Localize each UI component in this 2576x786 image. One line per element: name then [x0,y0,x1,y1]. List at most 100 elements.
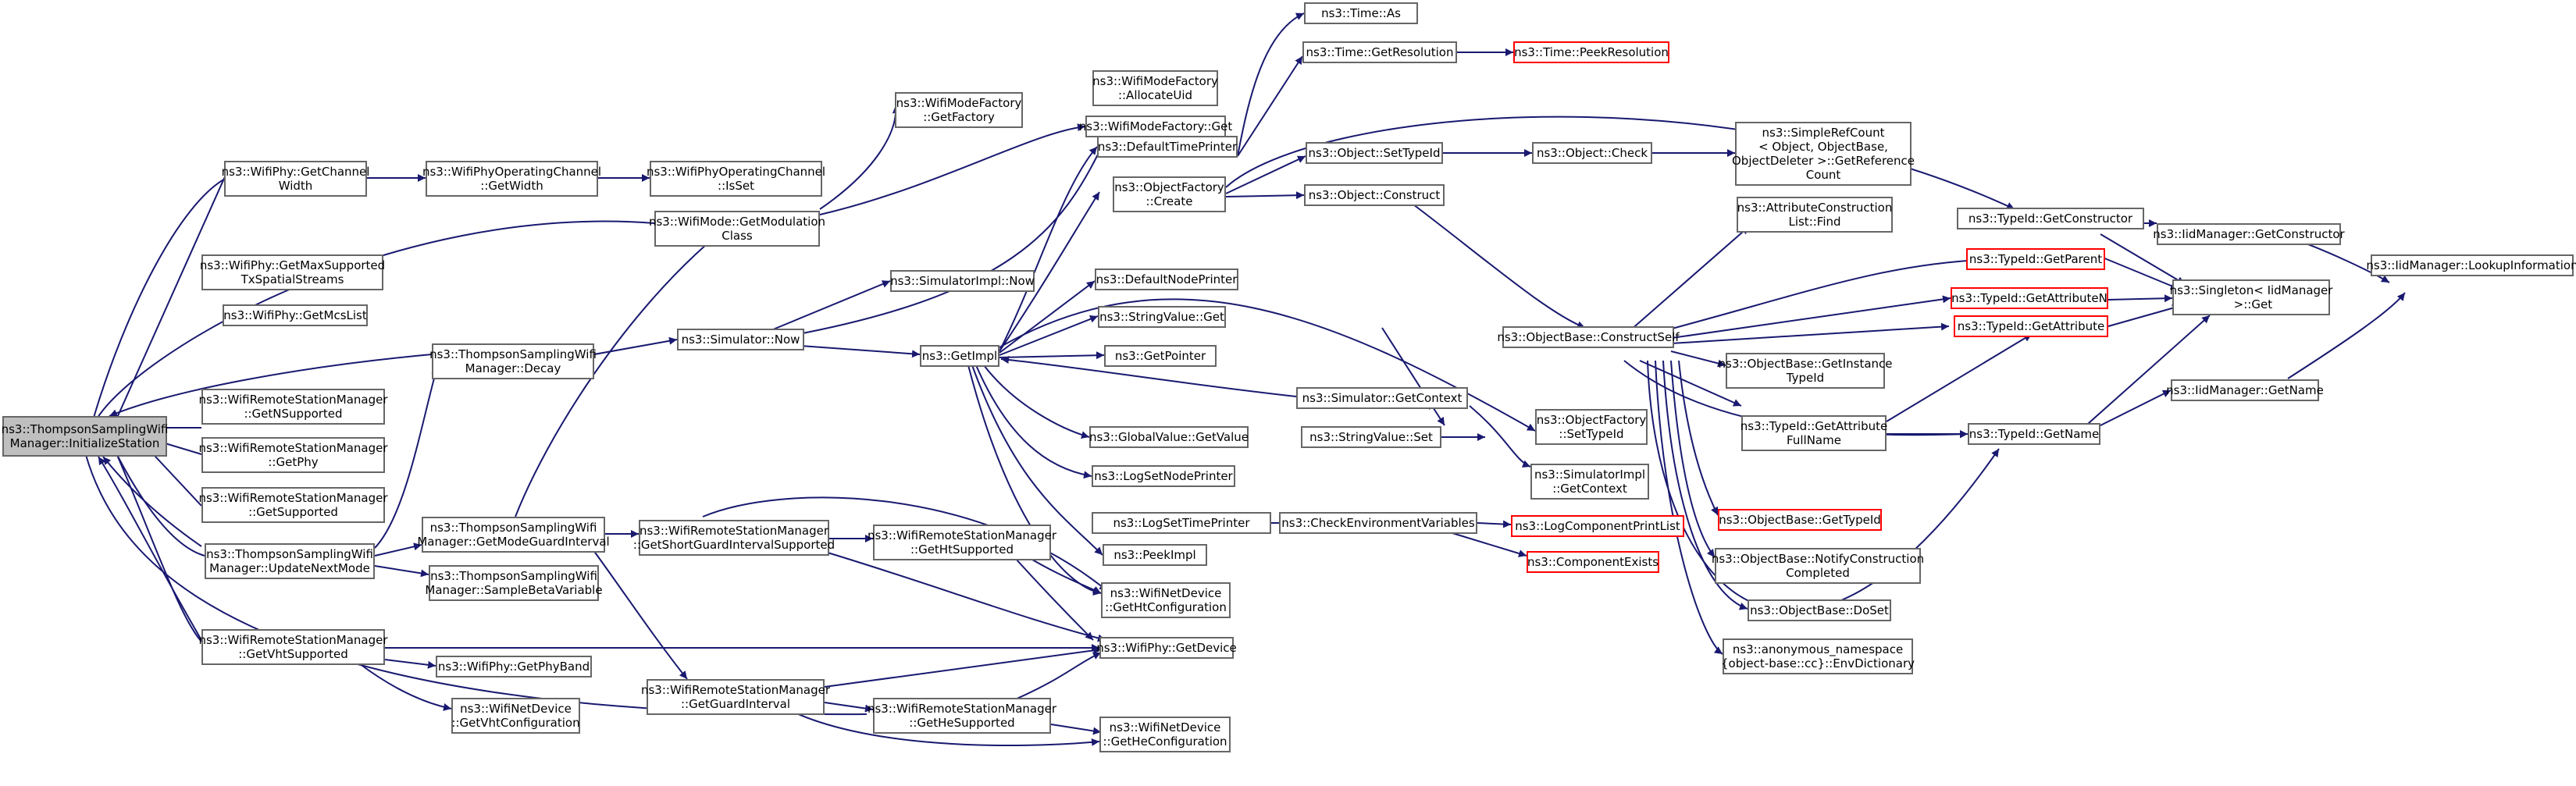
node-envdictionary[interactable]: ns3::anonymous_namespace {object-base::c… [1721,638,1915,674]
node-rsm-getvhtsupported[interactable]: ns3::WifiRemoteStationManager ::GetVhtSu… [198,629,388,665]
node-iidmanager-lookupinformation[interactable]: ns3::IidManager::LookupInformation [2366,254,2576,276]
node-simulatorimpl-getcontext[interactable]: ns3::SimulatorImpl ::GetContext [1530,464,1649,500]
node-checkenvironmentvariables[interactable]: ns3::CheckEnvironmentVariables [1279,512,1477,534]
node-singleton-iidmanager-get[interactable]: ns3::Singleton< IidManager >::Get [2170,279,2332,315]
node-typeid-getattribute[interactable]: ns3::TypeId::GetAttribute [1954,315,2108,337]
node-objectbase-getinstancetypeid[interactable]: ns3::ObjectBase::GetInstance TypeId [1719,353,1893,389]
node-rsm-getguardinterval[interactable]: ns3::WifiRemoteStationManager ::GetGuard… [641,679,830,715]
node-typeid-getattributen[interactable]: ns3::TypeId::GetAttributeN [1951,287,2108,309]
edge [116,172,227,418]
edge [824,702,874,713]
node-objectbase-notifyconstructioncompleted[interactable]: ns3::ObjectBase::NotifyConstruction Comp… [1712,548,1924,584]
node-objectfactory-create[interactable]: ns3::ObjectFactory ::Create [1113,176,1226,212]
edge [780,705,1100,747]
edge [1670,350,1726,368]
node-modefactory-allocateuid[interactable]: ns3::WifiModeFactory ::AllocateUid [1092,70,1218,106]
node-rsm-gethesupported[interactable]: ns3::WifiRemoteStationManager ::GetHeSup… [868,698,1056,734]
edge [1678,360,1719,516]
node-phychannel-isset[interactable]: ns3::WifiPhyOperatingChannel ::IsSet [647,161,825,197]
edge [999,191,1100,352]
node-defaulttimeprinter[interactable]: ns3::DefaultTimePrinter [1097,136,1238,158]
node-globalvalue-getvalue[interactable]: ns3::GlobalValue::GetValue [1089,426,1249,448]
node-wifiphy-getphyband[interactable]: ns3::WifiPhy::GetPhyBand [436,656,592,678]
edge [1670,360,1716,558]
node-rsm-getnsupported[interactable]: ns3::WifiRemoteStationManager ::GetNSupp… [198,389,388,425]
node-modefactory-getfactory[interactable]: ns3::WifiModeFactory ::GetFactory [895,92,1023,128]
node-logsettimeprinter[interactable]: ns3::LogSetTimePrinter [1092,512,1271,534]
node-peekimpl[interactable]: ns3::PeekImpl [1103,544,1207,566]
edge [772,148,1102,342]
node-objectbase-constructself[interactable]: ns3::ObjectBase::ConstructSelf [1497,326,1680,348]
node-typeid-getattributefullname[interactable]: ns3::TypeId::GetAttribute FullName [1740,415,1887,451]
edge [2081,315,2211,430]
edge [102,456,202,547]
node-rsm-getshortguardintervalsupported[interactable]: ns3::WifiRemoteStationManager ::GetShort… [633,520,835,556]
node-rsm-getphy[interactable]: ns3::WifiRemoteStationManager ::GetPhy [198,437,388,473]
edge [98,456,202,641]
node-attributeconstructionlist-find[interactable]: ns3::AttributeConstruction List::Find [1737,197,1893,233]
node-simulator-getimpl[interactable]: ns3::GetImpl [920,345,999,367]
node-typeid-getparent[interactable]: ns3::TypeId::GetParent [1966,248,2105,270]
node-wifiphy-getmcslist[interactable]: ns3::WifiPhy::GetMcsList [223,304,368,326]
node-iidmanager-getname[interactable]: ns3::IidManager::GetName [2166,379,2324,401]
node-logsetnodeprinter[interactable]: ns3::LogSetNodePrinter [1092,465,1235,487]
node-root: ns3::ThompsonSamplingWifi Manager::Initi… [2,416,168,457]
edge [374,565,429,578]
node-objectfactory-settypeid[interactable]: ns3::ObjectFactory ::SetTypeId [1535,409,1648,445]
node-componentexists[interactable]: ns3::ComponentExists [1527,551,1659,573]
edge [109,354,433,417]
node-time-peekresolution[interactable]: ns3::Time::PeekResolution [1513,41,1669,63]
edge [824,646,1102,688]
edge [767,280,891,333]
node-simulatorimpl-now[interactable]: ns3::SimulatorImpl::Now [890,270,1035,292]
node-typeid-getname[interactable]: ns3::TypeId::GetName [1968,423,2100,445]
node-wifiphy-getdevice[interactable]: ns3::WifiPhy::GetDevice [1096,637,1237,659]
node-modefactory-get[interactable]: ns3::WifiModeFactory::Get [1079,116,1232,137]
node-time-as[interactable]: ns3::Time::As [1304,2,1418,24]
node-objectbase-gettypeid[interactable]: ns3::ObjectBase::GetTypeId [1718,509,1882,531]
node-netdevice-gethehconfiguration[interactable]: ns3::WifiNetDevice ::GetHeConfiguration [1099,717,1231,752]
node-object-construct[interactable]: ns3::Object::Construct [1304,184,1445,206]
edge [1639,256,1981,338]
node-stringvalue-set[interactable]: ns3::StringValue::Set [1301,426,1441,448]
node-simplerefcount-getreferencecount[interactable]: ns3::SimpleRefCount < Object, ObjectBase… [1732,122,1915,186]
node-wifiphy-getchannelwidth[interactable]: ns3::WifiPhy::GetChannel Width [222,161,369,197]
edge [999,146,1098,352]
node-netdevice-gethtconfiguration[interactable]: ns3::WifiNetDevice ::GetHtConfiguration [1101,582,1231,618]
node-stringvalue-get[interactable]: ns3::StringValue::Get [1098,306,1226,328]
edge [2100,233,2186,285]
edge [999,351,1105,360]
node-object-check[interactable]: ns3::Object::Check [1532,142,1652,164]
edge [85,454,868,716]
node-ts-updatenextmode[interactable]: ns3::ThompsonSamplingWifi Manager::Updat… [205,543,375,579]
edge [2287,292,2406,379]
node-wifimode-getmodulationclass[interactable]: ns3::WifiMode::GetModulation Class [649,211,825,247]
node-ts-samplebetavariable[interactable]: ns3::ThompsonSamplingWifi Manager::Sampl… [425,565,603,601]
node-ts-getmodeguardinterval[interactable]: ns3::ThompsonSamplingWifi Manager::GetMo… [417,517,610,553]
node-typeid-getconstructor[interactable]: ns3::TypeId::GetConstructor [1957,208,2144,229]
edge [93,177,227,418]
edge [1000,356,1297,397]
edge [1452,532,1527,557]
node-object-settypeid[interactable]: ns3::Object::SetTypeId [1306,142,1443,164]
node-getpointer[interactable]: ns3::GetPointer [1104,345,1217,367]
node-rsm-getsupported[interactable]: ns3::WifiRemoteStationManager ::GetSuppo… [198,487,388,523]
node-defaultnodeprinter[interactable]: ns3::DefaultNodePrinter [1095,269,1238,290]
node-iidmanager-getconstructor[interactable]: ns3::IidManager::GetConstructor [2153,223,2345,245]
edge [593,336,678,355]
edge [1413,204,1586,329]
node-ts-decay[interactable]: ns3::ThompsonSamplingWifi Manager::Decay [429,343,597,379]
node-time-getresolution[interactable]: ns3::Time::GetResolution [1302,41,1457,63]
node-phychannel-getwidth[interactable]: ns3::WifiPhyOperatingChannel ::GetWidth [422,161,601,197]
node-wifiphy-getmaxsupportedtx[interactable]: ns3::WifiPhy::GetMaxSupported TxSpatialS… [200,254,385,290]
edge [1670,322,1950,344]
node-simulator-now[interactable]: ns3::Simulator::Now [677,329,804,350]
edge [819,105,900,210]
edge [999,315,1099,356]
node-rsm-gethtsupported[interactable]: ns3::WifiRemoteStationManager ::GetHtSup… [868,525,1056,560]
node-objectbase-doset[interactable]: ns3::ObjectBase::DoSet [1748,599,1891,621]
edge [2107,294,2173,303]
node-logcomponentprintlist[interactable]: ns3::LogComponentPrintList [1511,515,1684,537]
node-simulator-getcontext[interactable]: ns3::Simulator::GetContext [1296,387,1468,409]
node-netdevice-getvhtconfiguration[interactable]: ns3::WifiNetDevice ::GetVhtConfiguration [451,698,580,734]
